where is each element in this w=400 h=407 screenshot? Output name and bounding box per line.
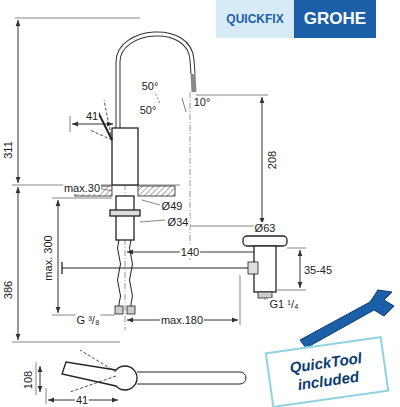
badge-text: GROHE — [304, 9, 366, 29]
angle-value: 50° — [141, 80, 160, 92]
diameter-value: Ø49 — [161, 200, 184, 212]
dimension-value: 140 — [180, 246, 200, 258]
dimension-value: 108 — [22, 370, 34, 390]
angle-value: 10° — [193, 96, 212, 108]
badge-text: QuickTool included — [278, 348, 376, 397]
dimension-value: max.30 — [63, 182, 101, 194]
dimension-lines — [12, 18, 306, 404]
faucet-body — [62, 34, 287, 392]
quickfix-badge: QUICKFIX — [216, 0, 293, 38]
dimension-value: 41 — [75, 394, 89, 406]
dimension-value: 35-45 — [303, 264, 333, 276]
thread-size: G ³/₈ — [76, 314, 101, 326]
angle-value: 50° — [139, 104, 158, 116]
dimension-value: 386 — [2, 280, 14, 300]
dimension-value: 208 — [266, 150, 278, 170]
diameter-value: Ø34 — [167, 216, 190, 228]
dimension-value: 311 — [2, 140, 14, 160]
quicktool-banner: QuickTool included — [265, 336, 390, 407]
grohe-logo: GROHE — [294, 0, 376, 38]
diameter-value: Ø63 — [254, 222, 277, 234]
dimension-value: max. 300 — [42, 234, 54, 281]
badge-text: QUICKFIX — [226, 12, 283, 26]
dimension-value: max.180 — [160, 314, 204, 326]
thread-size: G1 ¹/₄ — [269, 298, 300, 310]
dimension-value: 41 — [85, 110, 99, 122]
